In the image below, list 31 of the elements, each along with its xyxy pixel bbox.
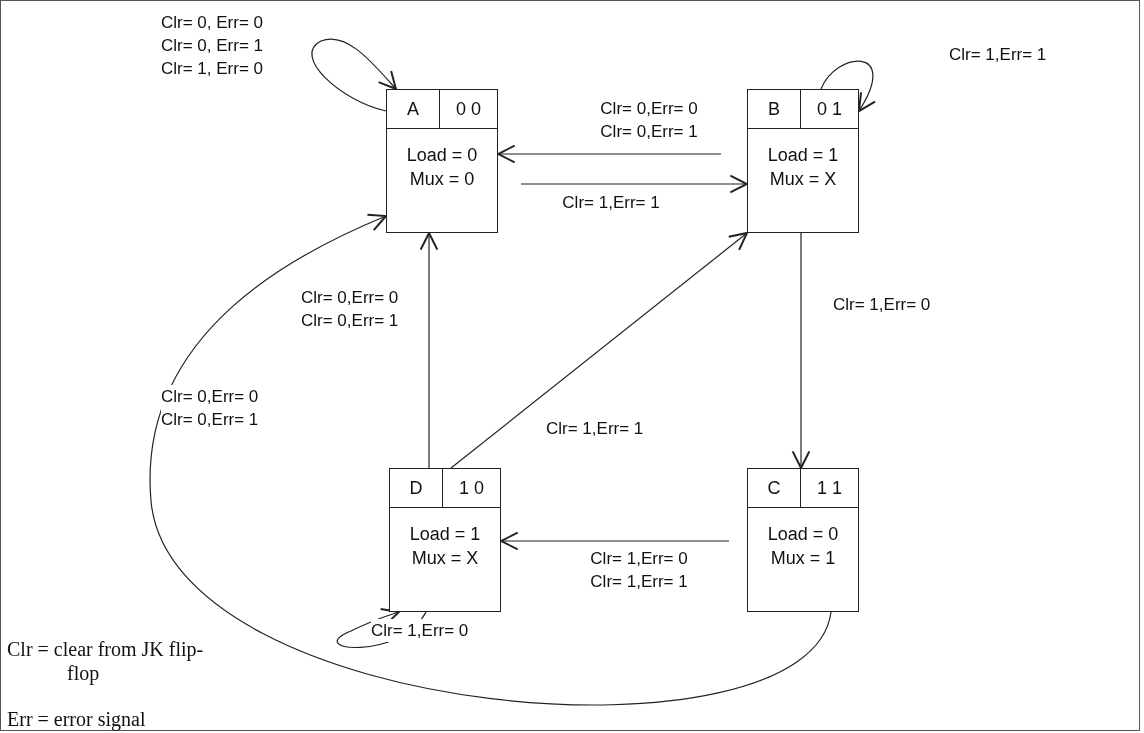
transition-arrow (311, 38, 397, 112)
output-value: Mux = X (411, 547, 479, 570)
state-code: 0 1 (815, 97, 843, 121)
state-name: B (748, 90, 801, 128)
state-box (747, 89, 859, 233)
output-value: Load = 1 (409, 523, 481, 546)
state-name: D (390, 469, 443, 507)
output-value: Load = 0 (406, 144, 478, 167)
state-code: 1 1 (815, 476, 843, 500)
transition-arrow (419, 232, 439, 469)
transition-arrow (450, 232, 748, 469)
output-value: Load = 1 (767, 144, 839, 167)
transition-arrow (150, 213, 832, 706)
transition-arrow (500, 531, 730, 551)
state-box (386, 89, 498, 233)
transition-arrow (497, 144, 722, 164)
output-value: Mux = 0 (409, 168, 475, 191)
state-code: 1 0 (457, 476, 485, 500)
state-code: 0 0 (454, 97, 482, 121)
state-name: A (387, 90, 440, 128)
legend-note: Clr = clear from JK flip-flop (7, 637, 205, 685)
output-value: Mux = 1 (770, 547, 836, 570)
output-value: Load = 0 (767, 523, 839, 546)
legend-note: Err = error signal (7, 707, 147, 731)
transition-arrow (820, 60, 876, 112)
transition-arrow (520, 174, 748, 194)
state-box (389, 468, 501, 612)
state-name: C (748, 469, 801, 507)
state-box (747, 468, 859, 612)
transition-arrow (791, 232, 811, 469)
output-value: Mux = X (769, 168, 837, 191)
